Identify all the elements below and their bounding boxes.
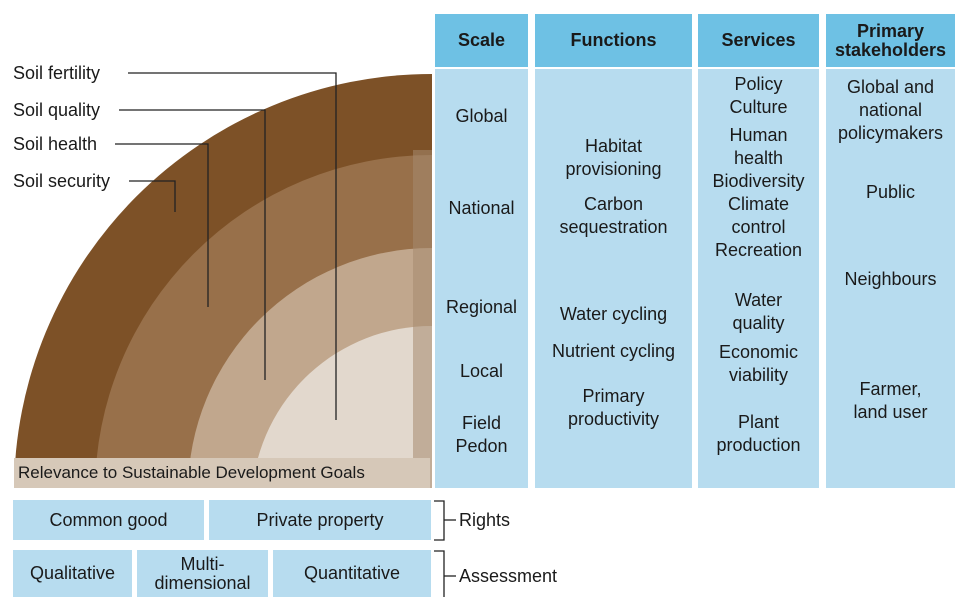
sdg-banner: Relevance to Sustainable Development Goa… [14,458,430,488]
scale-global: Global [455,106,508,126]
functions-header: Functions [535,14,692,67]
soil-quality-leader [119,109,266,380]
soil-health-leader [115,143,209,307]
service-plant: Plant production [716,412,801,455]
scale-field-pedon: Field Pedon [455,413,508,456]
soil-fertility-leader [128,72,337,420]
soil-security-label: Soil security [13,171,111,191]
function-primary: Primary productivity [567,386,660,429]
soil-quality-label: Soil quality [13,100,101,120]
assessment-label: Assessment [459,566,558,586]
stakeholder-public: Public [865,182,916,202]
service-health-climate: Human health Biodiversity Climate contro… [712,125,805,260]
soil-security-leader [129,180,176,212]
stakeholder-policymakers: Global and national policymakers [837,77,944,143]
assessment-quantitative: Quantitative [273,550,431,597]
rights-common-good: Common good [13,500,204,540]
function-carbon: Carbon sequestration [559,194,668,237]
service-economic: Economic viability [718,342,799,385]
arc-edge-shade [413,150,432,488]
scale-national: National [448,198,515,218]
scale-local: Local [459,361,504,381]
rights-label: Rights [459,510,511,530]
rights-private-property: Private property [209,500,431,540]
scale-header: Scale [435,14,528,67]
rights-bracket [434,500,445,541]
function-nutrient: Nutrient cycling [551,341,676,361]
stakeholder-farmer: Farmer, land user [853,379,928,422]
services-header: Services [698,14,819,67]
assessment-qualitative: Qualitative [13,550,132,597]
function-water: Water cycling [559,304,668,324]
soil-fertility-label: Soil fertility [13,63,101,83]
service-water-quality: Water quality [732,290,785,333]
stakeholders-column: Global and national policymakers Public … [826,69,955,488]
stakeholder-neighbours: Neighbours [844,269,937,289]
functions-column: Habitat provisioning Carbon sequestratio… [535,69,692,488]
assessment-multidimensional: Multi- dimensional [137,550,268,597]
services-column: Policy Culture Human health Biodiversity… [698,69,819,488]
stakeholders-header: Primary stakeholders [826,14,955,67]
assessment-bracket [434,550,445,597]
scale-regional: Regional [445,297,518,317]
scale-column: Global National Regional Local Field Ped… [435,69,528,488]
service-policy-culture: Policy Culture [729,74,788,117]
function-habitat: Habitat provisioning [565,136,662,179]
soil-health-label: Soil health [13,134,98,154]
soil-security-band [252,325,432,488]
